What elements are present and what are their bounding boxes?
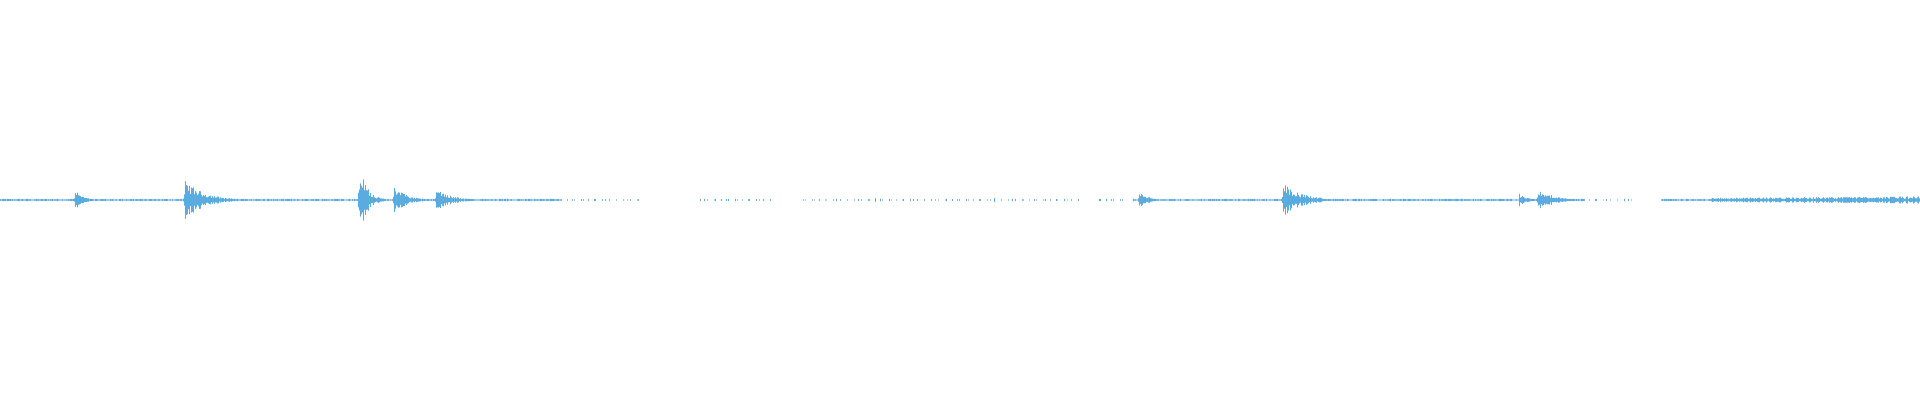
- waveform-trace: [0, 179, 1920, 221]
